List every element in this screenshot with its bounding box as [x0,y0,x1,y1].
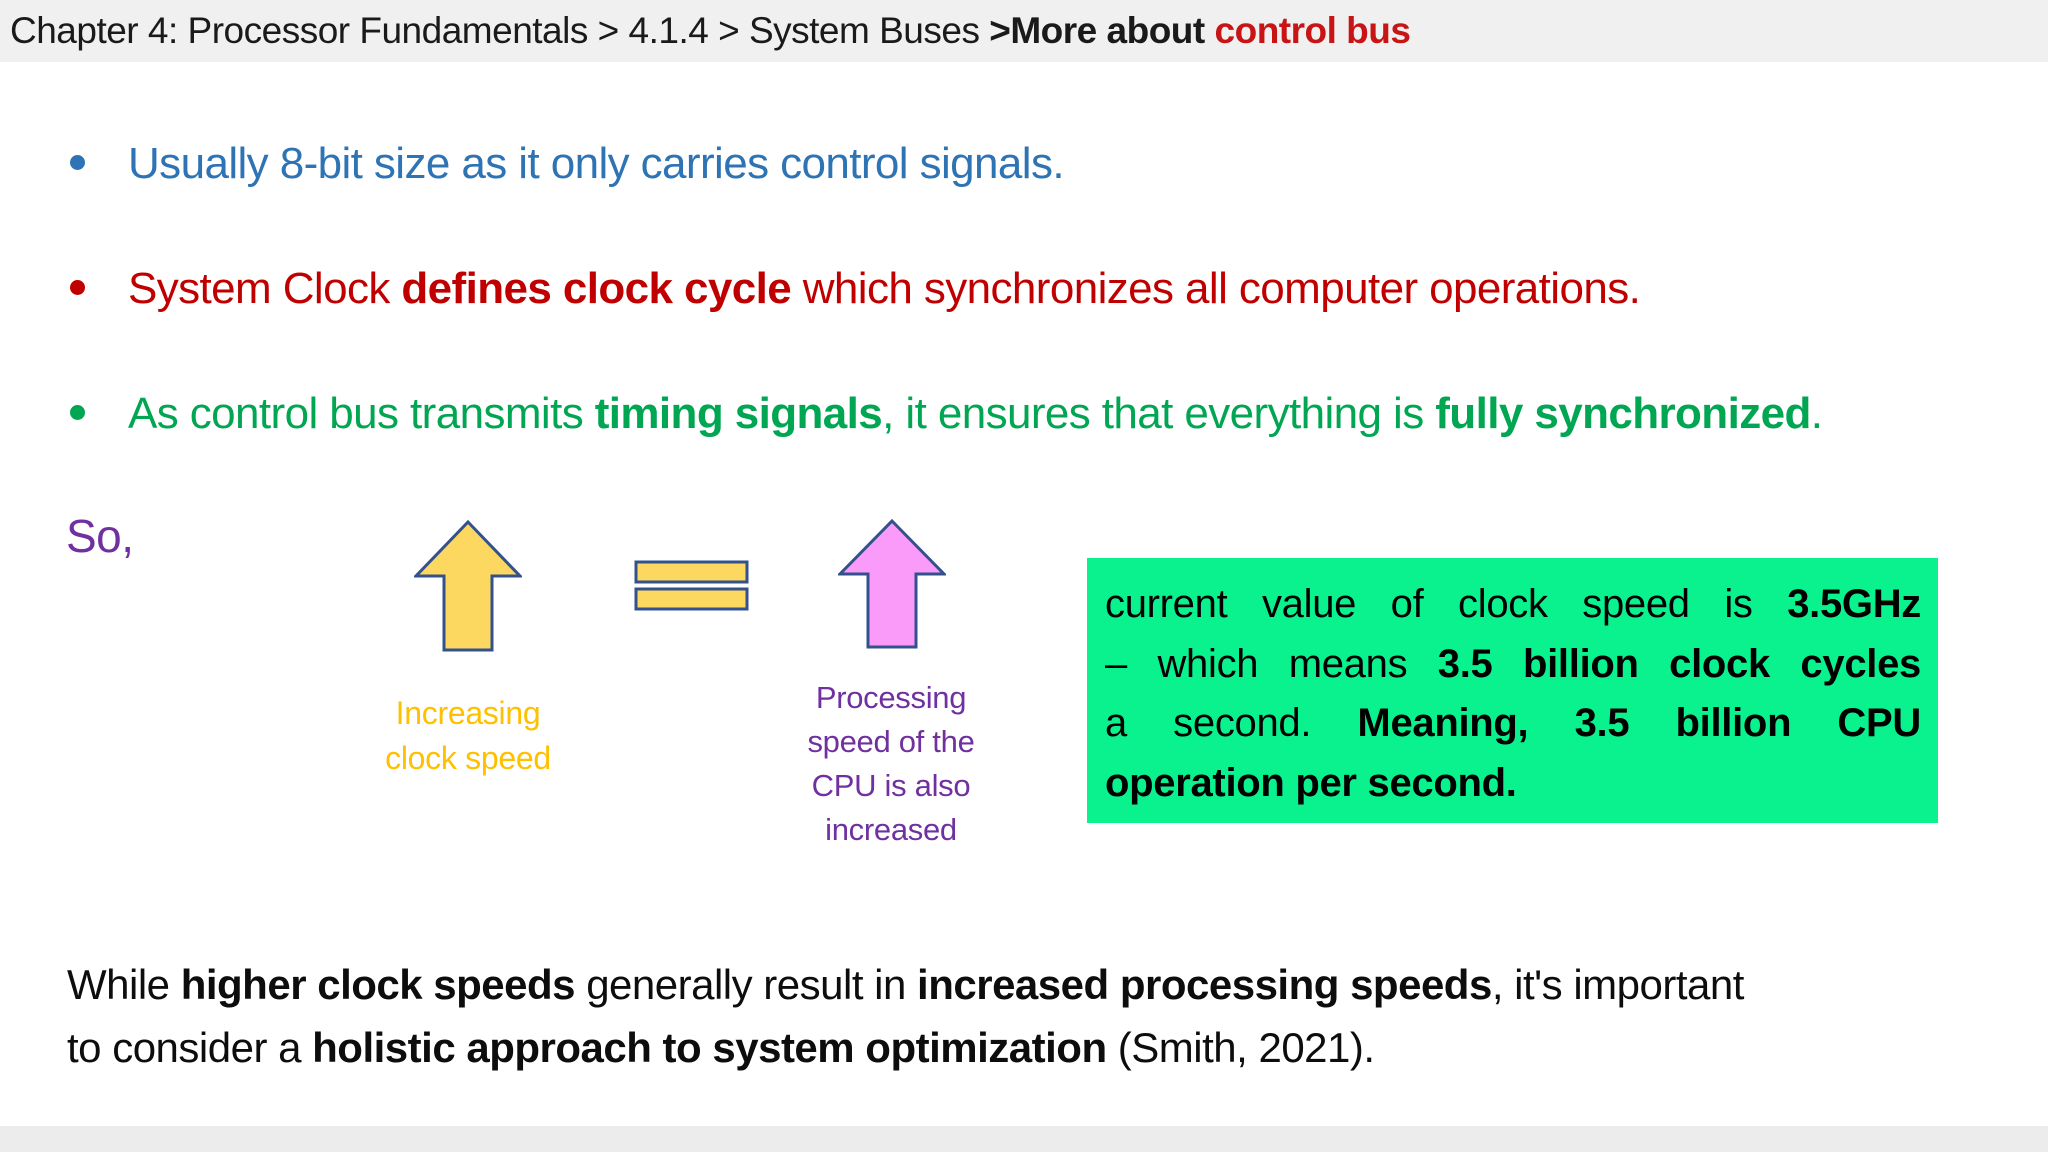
increasing-clock-speed-label: Increasing clock speed [385,695,551,776]
callout-line: a second. Meaning, 3.5 billion CPU [1105,701,1921,745]
bullet-dot [70,280,85,295]
clock-speed-up-arrow-icon [414,520,522,652]
footer-bar [0,1126,2048,1152]
breadcrumb-emphasis: >More about [989,10,1215,51]
bullet-text: As control bus transmits timing signals,… [128,389,1823,438]
cpu-speed-up-arrow-icon [838,519,946,649]
breadcrumb-bar: Chapter 4: Processor Fundamentals > 4.1.… [0,0,2048,62]
bullet-dot [70,405,85,420]
conclusion-line: to consider a holistic approach to syste… [67,1024,1375,1071]
equals-icon [634,560,749,611]
bullet-text: Usually 8-bit size as it only carries co… [128,139,1065,188]
bullet-dot [70,155,85,170]
callout-line: operation per second. [1105,760,1517,805]
breadcrumb-highlight: control bus [1214,10,1411,51]
callout-line: current value of clock speed is 3.5GHz [1105,582,1921,626]
breadcrumb-path: Chapter 4: Processor Fundamentals > 4.1.… [10,10,990,51]
processing-speed-label: Processing speed of the CPU is also incr… [807,680,975,847]
bullet-text: System Clock defines clock cycle which s… [128,264,1641,313]
callout-line: – which means 3.5 billion clock cycles [1105,641,1921,686]
bullet-item-system-clock: System Clock defines clock cycle which s… [0,263,1990,315]
so-label: So, [66,510,134,562]
conclusion-paragraph: While higher clock speeds generally resu… [67,953,2027,1079]
conclusion-line: While higher clock speeds generally resu… [67,961,1744,1008]
clock-speed-callout: current value of clock speed is 3.5GHz –… [1087,558,1938,823]
bullet-item-timing-signals: As control bus transmits timing signals,… [0,388,1990,440]
bullet-item-bus-size: Usually 8-bit size as it only carries co… [0,138,1990,190]
